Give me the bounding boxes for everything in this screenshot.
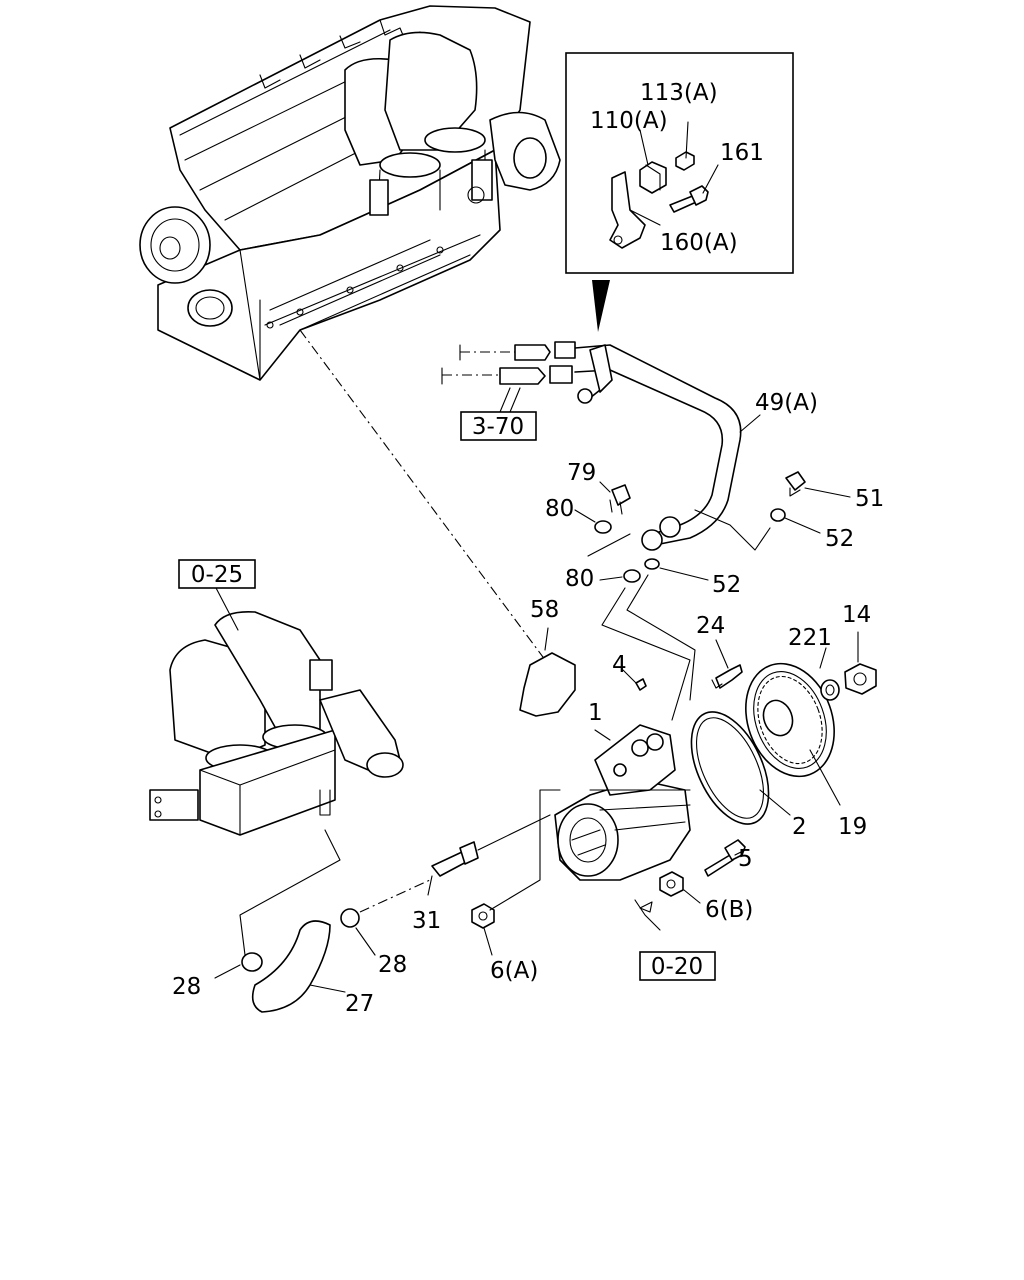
callout-14: 14 bbox=[842, 602, 871, 628]
callout-1: 1 bbox=[588, 700, 603, 726]
intake-assembly bbox=[149, 585, 551, 1013]
callout-31: 31 bbox=[412, 908, 441, 934]
callout-52-bottom: 52 bbox=[712, 572, 741, 598]
inset-pointer-arrow bbox=[592, 280, 610, 332]
callout-2: 2 bbox=[792, 814, 807, 840]
callout-4: 4 bbox=[612, 652, 627, 678]
callout-80-top: 80 bbox=[545, 496, 574, 522]
callout-28-left: 28 bbox=[172, 974, 201, 1000]
ref-label-0-25: 0-25 bbox=[191, 562, 243, 588]
callout-labels: 49(A) 79 80 51 52 80 52 58 24 4 221 14 1… bbox=[172, 390, 884, 1017]
callout-19: 19 bbox=[838, 814, 867, 840]
callout-5: 5 bbox=[738, 846, 753, 872]
callout-27: 27 bbox=[345, 991, 374, 1017]
callout-24: 24 bbox=[696, 613, 725, 639]
small-parts bbox=[519, 471, 877, 825]
ref-box-0-20 bbox=[639, 951, 716, 981]
callout-6b: 6(B) bbox=[705, 897, 753, 923]
ref-box-0-25 bbox=[178, 559, 256, 589]
callout-221: 221 bbox=[788, 625, 832, 651]
callout-28-right: 28 bbox=[378, 952, 407, 978]
ref-label-3-70: 3-70 bbox=[472, 414, 524, 440]
callout-49a: 49(A) bbox=[755, 390, 818, 416]
callout-79: 79 bbox=[567, 460, 596, 486]
detail-inset-box: 113(A) 110(A) 161 160(A) bbox=[565, 52, 794, 274]
callout-113a: 113(A) bbox=[640, 80, 718, 106]
callout-6a: 6(A) bbox=[490, 958, 538, 984]
callout-110a: 110(A) bbox=[590, 108, 668, 134]
callout-58: 58 bbox=[530, 597, 559, 623]
reference-boxes: 3-70 0-25 0-20 bbox=[178, 411, 716, 981]
callout-80-bottom: 80 bbox=[565, 566, 594, 592]
callout-52-top: 52 bbox=[825, 526, 854, 552]
callout-51: 51 bbox=[855, 486, 884, 512]
callout-161: 161 bbox=[720, 140, 764, 166]
ref-label-0-20: 0-20 bbox=[651, 954, 703, 980]
ref-box-3-70 bbox=[460, 411, 537, 441]
fuel-pipe-assembly bbox=[441, 341, 771, 551]
injection-pump bbox=[471, 724, 746, 956]
engine-block-drawing bbox=[139, 5, 561, 681]
callout-160a: 160(A) bbox=[660, 230, 738, 256]
